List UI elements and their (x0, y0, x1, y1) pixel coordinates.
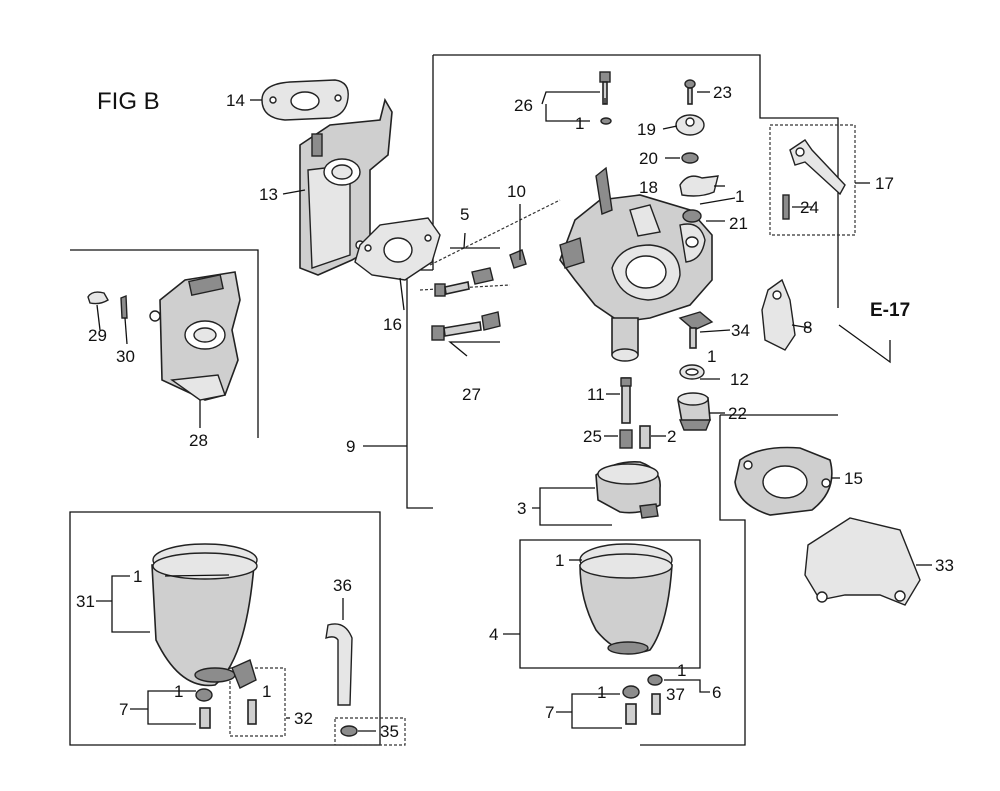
callout-1-mid: 1 (707, 347, 716, 366)
callout-1-right: 1 (735, 187, 744, 206)
lower-carb-box (640, 414, 838, 746)
callout-1-bowl-left: 1 (133, 567, 142, 586)
bolt-7-left-part (195, 688, 213, 729)
callout-8: 8 (803, 318, 812, 337)
nozzle-2-part (639, 425, 651, 449)
callout-15: 15 (844, 469, 863, 488)
kit-35-box (334, 717, 406, 746)
gasket-16-part (354, 217, 441, 281)
callout-4: 4 (489, 625, 498, 644)
callout-35: 35 (380, 722, 399, 741)
callout-1-top: 1 (575, 114, 584, 133)
callout-34: 34 (731, 321, 750, 340)
callout-25: 25 (583, 427, 602, 446)
float-3-part (595, 460, 661, 519)
callout-28: 28 (189, 431, 208, 450)
callout-2: 2 (667, 427, 676, 446)
callout-14: 14 (226, 91, 245, 110)
callout-23: 23 (713, 83, 732, 102)
kit-4-box (519, 539, 701, 669)
oring-12-part (679, 364, 705, 380)
carburetor-body-part (559, 166, 713, 362)
callout-6: 6 (712, 683, 721, 702)
callout-1-bolt-left: 1 (174, 682, 183, 701)
clip-29-part (87, 291, 109, 305)
choke-rod-17-part (789, 139, 846, 196)
lever-8-part (761, 278, 796, 351)
callout-5: 5 (460, 205, 469, 224)
screw-24-part (782, 194, 790, 220)
callout-1-drain: 1 (262, 682, 271, 701)
float-bowl-31-part (151, 543, 258, 687)
callout-37: 37 (666, 685, 685, 704)
screw-34-part (678, 311, 714, 349)
callout-3: 3 (517, 499, 526, 518)
callout-20: 20 (639, 149, 658, 168)
callout-11: 11 (587, 385, 605, 404)
spring-10-part (509, 249, 527, 269)
washer-21-part (682, 209, 702, 223)
clip-35-part (340, 725, 358, 737)
gasket-15-part (734, 446, 833, 516)
spring-25-part (619, 429, 633, 449)
bolt-22-part (677, 392, 712, 431)
reference-e17: E-17 (870, 300, 910, 321)
callout-12: 12 (730, 370, 749, 389)
callout-22: 22 (728, 404, 747, 423)
callout-16: 16 (383, 315, 402, 334)
screw-27-part (431, 311, 501, 341)
callout-33: 33 (935, 556, 954, 575)
lever-18-part (679, 175, 719, 197)
hose-36-part (325, 623, 353, 706)
callout-13: 13 (259, 185, 278, 204)
gasket-14-part (261, 79, 349, 121)
callout-21: 21 (729, 214, 748, 233)
callout-31: 31 (76, 592, 95, 611)
callout-30: 30 (116, 347, 135, 366)
bolt-7-right-part (622, 685, 640, 725)
kit-5-bracket (429, 199, 561, 266)
bracket-33-part (804, 517, 921, 606)
spring-20-part (681, 152, 699, 164)
callout-26: 26 (514, 96, 533, 115)
callout-32: 32 (294, 709, 313, 728)
insulator-bracket-13-part (299, 97, 393, 276)
callout-10: 10 (507, 182, 526, 201)
pin-30-part (120, 294, 128, 319)
callout-36: 36 (333, 576, 352, 595)
item-9-bracket (406, 269, 433, 509)
callout-1-bowl: 1 (555, 551, 564, 570)
screw-37-part (647, 674, 663, 715)
callout-24: 24 (800, 198, 819, 217)
callout-27: 27 (462, 385, 481, 404)
callout-29: 29 (88, 326, 107, 345)
callout-7-right: 7 (545, 703, 554, 722)
screw-5-part (434, 267, 494, 297)
figure-title: FIG B (97, 88, 160, 115)
callout-7-left: 7 (119, 700, 128, 719)
callout-18: 18 (639, 178, 658, 197)
callout-9: 9 (346, 437, 355, 456)
float-bowl-4-part (579, 543, 673, 655)
kit-17-box (769, 124, 856, 236)
callout-1-screw37: 1 (677, 661, 686, 680)
washer-1-top-part (600, 117, 612, 125)
needle-11-part (620, 377, 632, 424)
kit-32-box (229, 667, 286, 737)
screw-23-part (684, 79, 696, 105)
bracket-28-part (149, 271, 241, 401)
drain-32-part (231, 659, 257, 725)
plate-19-part (675, 114, 705, 136)
callout-1-bolt-right: 1 (597, 683, 606, 702)
kit-28-box (70, 249, 259, 438)
callout-17: 17 (875, 174, 894, 193)
callout-19: 19 (637, 120, 656, 139)
leader-lines (96, 91, 932, 732)
